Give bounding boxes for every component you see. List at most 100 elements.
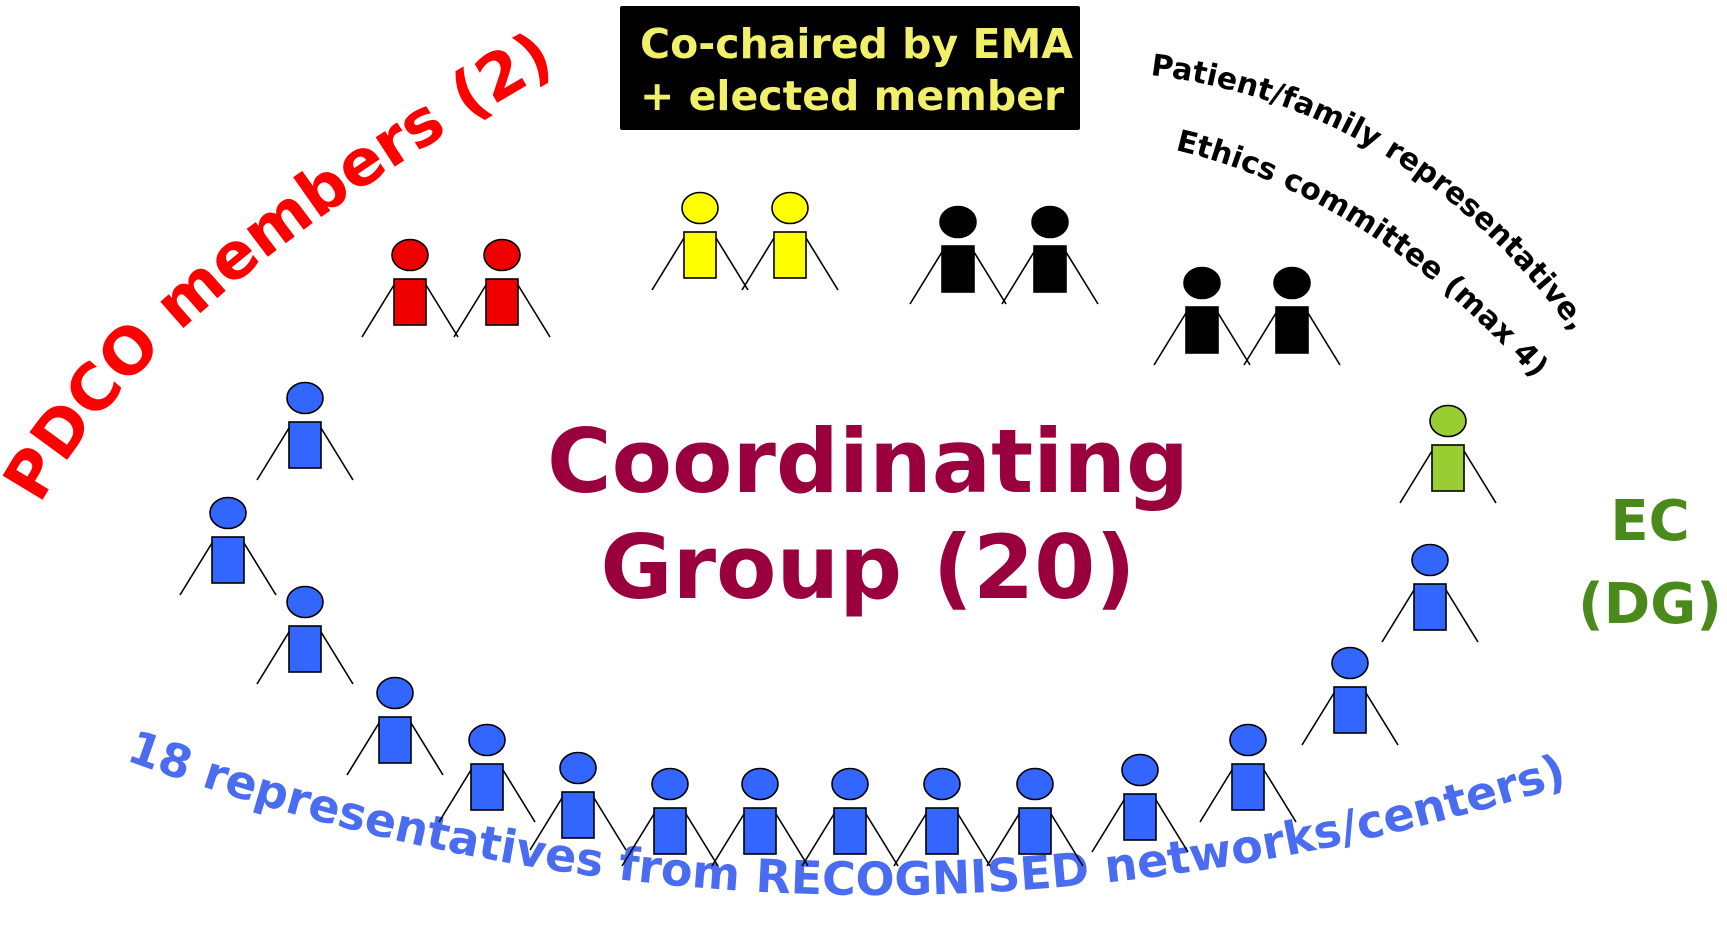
pdco-figure-arm-left	[361, 284, 395, 338]
network-figure-body	[470, 763, 504, 811]
network-figure-arm-left	[179, 542, 213, 596]
network-figure-body	[653, 807, 687, 855]
network-figure-arm-right	[685, 813, 719, 867]
network-figure	[256, 585, 354, 685]
cochair-figure-body	[683, 231, 717, 279]
network-figure-arm-right	[775, 813, 809, 867]
figures-layer	[179, 191, 1497, 867]
network-figure-arm-right	[502, 769, 536, 823]
network-figure-arm-left	[256, 427, 290, 481]
network-figure-arm-right	[410, 722, 444, 776]
ec-label-line2: (DG)	[1578, 572, 1722, 637]
patient-figure-arm-left	[1001, 251, 1035, 305]
pdco-figure-arm-right	[517, 284, 551, 338]
patient-figure	[1001, 205, 1099, 305]
network-figure-arm-left	[256, 631, 290, 685]
cochair-figure-arm-right	[805, 237, 839, 291]
ec-figure-arm-left	[1399, 450, 1433, 504]
network-figure-arm-left	[1301, 692, 1335, 746]
network-figure-arm-left	[986, 813, 1020, 867]
patient-figure-arm-left	[909, 251, 943, 305]
network-figure	[1199, 723, 1297, 823]
cochair-figure-head	[771, 191, 809, 225]
network-figure	[711, 767, 809, 867]
pdco-figure	[453, 238, 551, 338]
network-figure-body	[1333, 686, 1367, 734]
network-figure	[1301, 646, 1399, 746]
network-figure-arm-left	[1381, 589, 1415, 643]
network-figure	[1381, 543, 1479, 643]
cochair-line2: + elected member	[640, 72, 1065, 120]
network-figure-body	[378, 716, 412, 764]
patient-figure-head	[1031, 205, 1069, 239]
cochair-figure-arm-left	[651, 237, 685, 291]
network-figure-body	[833, 807, 867, 855]
cochair-line1: Co-chaired by EMA	[640, 20, 1073, 68]
network-figure	[529, 751, 627, 851]
cochair-figure-arm-left	[741, 237, 775, 291]
network-figure-head	[376, 676, 414, 710]
pdco-figure-head	[391, 238, 429, 272]
network-figure	[986, 767, 1084, 867]
network-figure	[621, 767, 719, 867]
patient-figure	[909, 205, 1007, 305]
network-figure	[438, 723, 536, 823]
network-figure	[801, 767, 899, 867]
pdco-figure-arm-left	[453, 284, 487, 338]
network-figure-head	[831, 767, 869, 801]
pdco-figure-body	[393, 278, 427, 326]
patient-figure-head	[1183, 266, 1221, 300]
cochair-figure-head	[681, 191, 719, 225]
ec-figure-body	[1431, 444, 1465, 492]
patient-figure-arm-right	[1065, 251, 1099, 305]
patient-figure-arm-left	[1153, 312, 1187, 366]
ec-figure	[1399, 404, 1497, 504]
network-figure-head	[1331, 646, 1369, 680]
network-figure-head	[209, 496, 247, 530]
patient-figure-body	[1185, 306, 1219, 354]
network-figure-head	[559, 751, 597, 785]
network-figure-body	[288, 625, 322, 673]
patient-figure-body	[1033, 245, 1067, 293]
network-figure-head	[286, 381, 324, 415]
network-figure-arm-right	[865, 813, 899, 867]
network-figure-arm-right	[243, 542, 277, 596]
network-figure-body	[1231, 763, 1265, 811]
patient-figure-head	[1273, 266, 1311, 300]
patient-figure-head	[939, 205, 977, 239]
network-figure-head	[651, 767, 689, 801]
network-figure-arm-left	[801, 813, 835, 867]
patient-figure-arm-left	[1243, 312, 1277, 366]
network-figure-body	[1123, 793, 1157, 841]
patient-figure-body	[941, 245, 975, 293]
pdco-figure-body	[485, 278, 519, 326]
network-figure-body	[1018, 807, 1052, 855]
network-figure-head	[1121, 753, 1159, 787]
network-figure-arm-left	[438, 769, 472, 823]
network-figure	[1091, 753, 1189, 853]
network-figure-arm-right	[1365, 692, 1399, 746]
network-figure-arm-right	[1050, 813, 1084, 867]
network-figure-arm-left	[711, 813, 745, 867]
network-figure-arm-left	[346, 722, 380, 776]
network-figure-head	[1411, 543, 1449, 577]
network-figure-arm-right	[593, 797, 627, 851]
patient-figure	[1153, 266, 1251, 366]
center-title-line2: Group (20)	[600, 516, 1135, 619]
network-figure-arm-right	[1445, 589, 1479, 643]
network-figure-head	[1016, 767, 1054, 801]
network-figure-head	[741, 767, 779, 801]
network-figure-body	[211, 536, 245, 584]
patient-figure-arm-right	[973, 251, 1007, 305]
ec-figure-arm-right	[1463, 450, 1497, 504]
cochair-figure	[741, 191, 839, 291]
network-figure-body	[561, 791, 595, 839]
network-figure-head	[923, 767, 961, 801]
network-figure-arm-right	[957, 813, 991, 867]
network-figure-arm-left	[1091, 799, 1125, 853]
network-figure	[179, 496, 277, 596]
network-figure-head	[286, 585, 324, 619]
cochair-figure-arm-right	[715, 237, 749, 291]
